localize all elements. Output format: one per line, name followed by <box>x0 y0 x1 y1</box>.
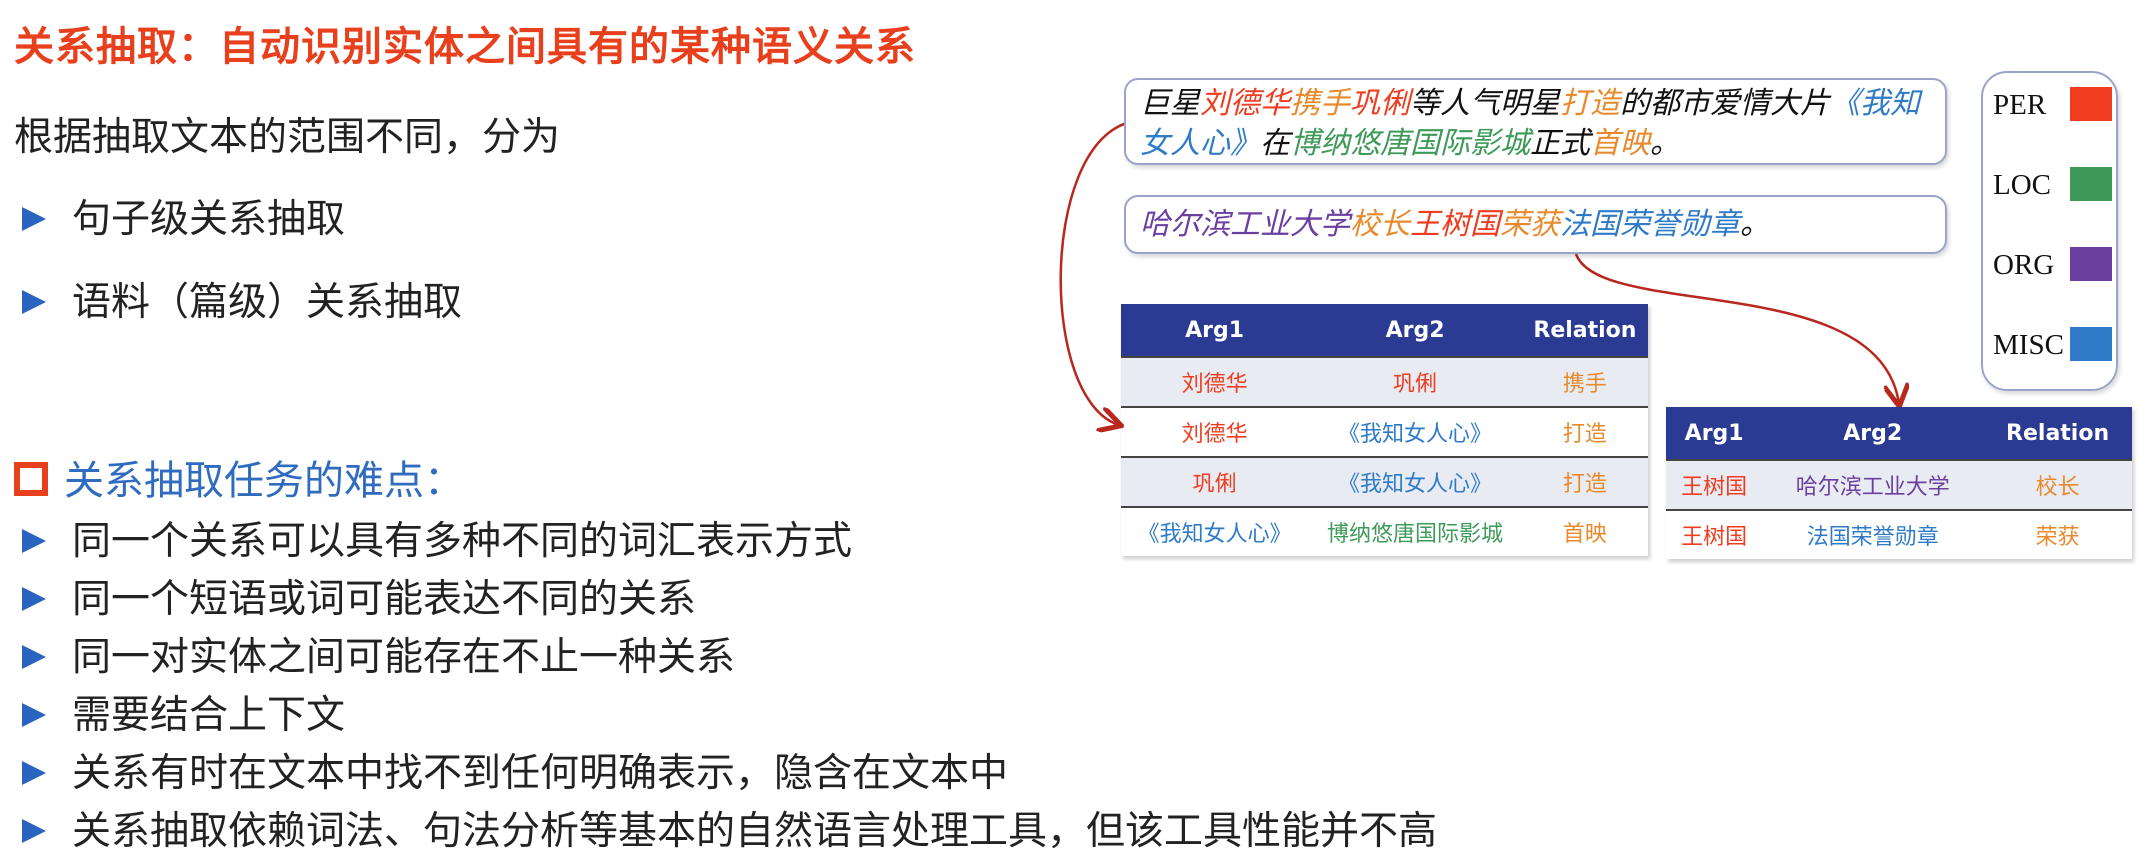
table-row: 刘德华《我知女人心》打造 <box>1121 406 1648 457</box>
difficulty-heading: 关系抽取任务的难点： <box>14 448 464 506</box>
difficulty-text: 关系有时在文本中找不到任何明确表示，隐含在文本中 <box>72 751 1009 796</box>
table-cell: 王树国 <box>1666 509 1763 559</box>
legend-swatch <box>2070 167 2112 201</box>
entity-span-o: 等人气明星 <box>1410 86 1560 121</box>
column-header: Arg1 <box>1666 407 1763 460</box>
table-row: 《我知女人心》博纳悠唐国际影城首映 <box>1121 506 1648 556</box>
arrow-bullet-icon <box>22 206 46 231</box>
entity-span-rel: 荣获 <box>1500 207 1560 242</box>
table-row: 王树国哈尔滨工业大学校长 <box>1666 459 2132 510</box>
arrow-bullet-icon <box>22 760 46 785</box>
entity-span-rel: 携手 <box>1290 86 1350 121</box>
scope-item: 句子级关系抽取 <box>22 188 345 244</box>
table-cell: 携手 <box>1521 356 1648 407</box>
entity-span-o: 。 <box>1650 126 1680 161</box>
arrow-bullet-icon <box>22 586 46 611</box>
legend-label: LOC <box>1993 169 2051 201</box>
legend-swatch <box>2070 87 2112 121</box>
table-cell: 荣获 <box>1983 509 2132 559</box>
difficulty-text: 同一对实体之间可能存在不止一种关系 <box>72 635 736 680</box>
table-cell: 首映 <box>1521 506 1648 556</box>
table-cell: 《我知女人心》 <box>1308 456 1522 507</box>
difficulty-item: 同一对实体之间可能存在不止一种关系 <box>22 626 735 682</box>
sentence-box-1: 巨星刘德华携手巩俐等人气明星打造的都市爱情大片《我知女人心》在博纳悠唐国际影城正… <box>1124 78 1947 165</box>
entity-span-org: 哈尔滨工业大学 <box>1140 207 1350 242</box>
legend-label: ORG <box>1993 249 2055 281</box>
column-header: Relation <box>1983 407 2132 460</box>
legend-label: MISC <box>1993 329 2064 361</box>
table-cell: 博纳悠唐国际影城 <box>1308 506 1522 556</box>
entity-span-per: 巩俐 <box>1350 86 1410 121</box>
arrow-sentence1-to-table1 <box>1059 121 1128 425</box>
table-row: 刘德华巩俐携手 <box>1121 356 1648 407</box>
arrow-bullet-icon <box>22 702 46 727</box>
entity-span-per: 王树国 <box>1410 207 1500 242</box>
arrow-bullet-icon <box>22 818 46 843</box>
entity-span-o: 巨星 <box>1140 86 1200 121</box>
difficulty-item: 需要结合上下文 <box>22 684 345 740</box>
legend-swatch <box>2070 327 2112 361</box>
scope-item-text: 语料（篇级）关系抽取 <box>72 280 463 325</box>
table-row: 王树国法国荣誉勋章荣获 <box>1666 509 2132 559</box>
scope-item: 语料（篇级）关系抽取 <box>22 271 462 327</box>
arrow-bullet-icon <box>22 528 46 553</box>
column-header: Relation <box>1521 304 1648 357</box>
arrow-bullet-icon <box>22 644 46 669</box>
column-header: Arg1 <box>1121 304 1309 357</box>
entity-span-rel: 校长 <box>1350 207 1410 242</box>
table-cell: 打造 <box>1521 406 1648 457</box>
entity-span-o: 的都市爱情大片 <box>1620 86 1830 121</box>
difficulty-text: 同一个短语或词可能表达不同的关系 <box>72 577 697 622</box>
scope-item-text: 句子级关系抽取 <box>72 197 346 242</box>
legend-swatch <box>2070 247 2112 281</box>
entity-span-misc: 《我知女人心》 <box>1140 86 1920 161</box>
table-cell: 哈尔滨工业大学 <box>1762 459 1984 510</box>
legend-label: PER <box>1993 89 2047 121</box>
difficulty-item: 关系抽取依赖词法、句法分析等基本的自然语言处理工具，但该工具性能并不高 <box>22 800 1437 856</box>
entity-legend: PER LOC ORG MISC <box>1981 71 2118 391</box>
column-header: Arg2 <box>1762 407 1984 460</box>
difficulty-item: 同一个短语或词可能表达不同的关系 <box>22 568 696 624</box>
arrow-bullet-icon <box>22 289 46 314</box>
entity-span-per: 刘德华 <box>1200 86 1290 121</box>
table-cell: 王树国 <box>1666 459 1763 510</box>
table-cell: 校长 <box>1983 459 2132 510</box>
table-cell: 打造 <box>1521 456 1648 507</box>
arrow-sentence2-to-table2 <box>1574 253 1899 404</box>
entity-span-loc: 博纳悠唐国际影城 <box>1290 126 1530 161</box>
sentence-box-2: 哈尔滨工业大学校长王树国荣获法国荣誉勋章。 <box>1124 195 1947 254</box>
table-cell: 《我知女人心》 <box>1121 506 1309 556</box>
difficulty-text: 同一个关系可以具有多种不同的词汇表示方式 <box>72 519 853 564</box>
difficulty-heading-text: 关系抽取任务的难点： <box>64 458 464 504</box>
table-row: 巩俐《我知女人心》打造 <box>1121 456 1648 507</box>
entity-span-o: 在 <box>1260 126 1290 161</box>
entity-span-rel: 首映 <box>1590 126 1650 161</box>
table-cell: 法国荣誉勋章 <box>1762 509 1984 559</box>
table-cell: 刘德华 <box>1121 406 1309 457</box>
difficulty-text: 关系抽取依赖词法、句法分析等基本的自然语言处理工具，但该工具性能并不高 <box>72 809 1438 854</box>
column-header: Arg2 <box>1308 304 1522 357</box>
difficulty-item: 同一个关系可以具有多种不同的词汇表示方式 <box>22 510 852 566</box>
difficulty-item: 关系有时在文本中找不到任何明确表示，隐含在文本中 <box>22 742 1008 798</box>
table-cell: 刘德华 <box>1121 356 1309 407</box>
slide-title: 关系抽取：自动识别实体之间具有的某种语义关系 <box>14 24 916 70</box>
table-cell: 《我知女人心》 <box>1308 406 1522 457</box>
entity-span-misc: 法国荣誉勋章 <box>1560 207 1740 242</box>
entity-span-o: 正式 <box>1530 126 1590 161</box>
table-cell: 巩俐 <box>1308 356 1522 407</box>
entity-span-o: 。 <box>1740 207 1770 242</box>
table-cell: 巩俐 <box>1121 456 1309 507</box>
square-bullet-icon <box>14 462 48 496</box>
intro-text: 根据抽取文本的范围不同，分为 <box>14 115 561 160</box>
entity-span-rel: 打造 <box>1560 86 1620 121</box>
difficulty-text: 需要结合上下文 <box>72 693 346 738</box>
